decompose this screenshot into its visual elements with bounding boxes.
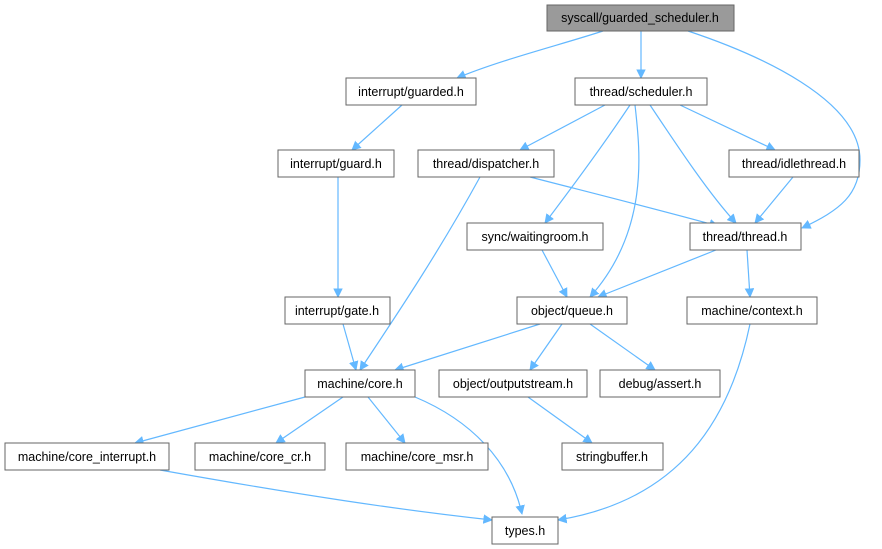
edge-root-guarded (456, 30, 604, 80)
node-label: sync/waitingroom.h (482, 230, 589, 244)
edge-dispatcher-core (359, 176, 481, 371)
edge-core_interrupt-types (159, 469, 493, 524)
node-waitingroom[interactable]: sync/waitingroom.h (466, 222, 604, 251)
edge-queue-outputstream (529, 323, 563, 371)
node-assert[interactable]: debug/assert.h (599, 369, 721, 398)
node-label: thread/thread.h (703, 230, 788, 244)
edge-scheduler-queue (589, 104, 640, 298)
edge-queue-core (394, 323, 541, 372)
edge-outputstream-stringbuffer (527, 396, 593, 444)
node-label: thread/idlethread.h (742, 157, 846, 171)
node-label: debug/assert.h (619, 377, 702, 391)
node-label: interrupt/guarded.h (358, 85, 464, 99)
node-label: object/queue.h (531, 304, 613, 318)
node-label: interrupt/gate.h (295, 304, 379, 318)
node-core_msr[interactable]: machine/core_msr.h (345, 442, 489, 471)
node-idlethread[interactable]: thread/idlethread.h (728, 149, 860, 178)
node-label: stringbuffer.h (576, 450, 648, 464)
node-label: machine/core_interrupt.h (18, 450, 156, 464)
node-label: syscall/guarded_scheduler.h (561, 11, 719, 25)
node-gate[interactable]: interrupt/gate.h (284, 296, 391, 325)
edge-scheduler-dispatcher (519, 104, 606, 151)
node-label: machine/core.h (317, 377, 403, 391)
edge-gate-core (342, 323, 359, 371)
node-label: thread/dispatcher.h (433, 157, 539, 171)
edge-core-core_interrupt (134, 396, 306, 446)
node-types[interactable]: types.h (491, 516, 559, 545)
node-guard[interactable]: interrupt/guard.h (277, 149, 395, 178)
edge-thread-queue (597, 249, 717, 299)
nodes: syscall/guarded_scheduler.h interrupt/gu… (4, 4, 860, 545)
node-label: interrupt/guard.h (290, 157, 382, 171)
edge-core-core_msr (367, 396, 406, 444)
node-core_cr[interactable]: machine/core_cr.h (194, 442, 326, 471)
edge-waitingroom-queue (541, 249, 568, 298)
edge-guarded-guard (351, 104, 403, 151)
node-label: thread/scheduler.h (590, 85, 693, 99)
node-scheduler[interactable]: thread/scheduler.h (574, 77, 708, 106)
node-label: machine/core_cr.h (209, 450, 311, 464)
edge-dispatcher-thread (529, 176, 719, 229)
node-dispatcher[interactable]: thread/dispatcher.h (417, 149, 555, 178)
node-queue[interactable]: object/queue.h (516, 296, 628, 325)
edge-context-types (557, 323, 751, 524)
node-core_interrupt[interactable]: machine/core_interrupt.h (4, 442, 170, 471)
node-stringbuffer[interactable]: stringbuffer.h (561, 442, 664, 471)
node-context[interactable]: machine/context.h (686, 296, 818, 325)
node-label: machine/context.h (701, 304, 802, 318)
node-label: types.h (505, 524, 545, 538)
node-outputstream[interactable]: object/outputstream.h (438, 369, 588, 398)
node-label: object/outputstream.h (453, 377, 573, 391)
node-thread[interactable]: thread/thread.h (689, 222, 802, 251)
node-guarded[interactable]: interrupt/guarded.h (345, 77, 477, 106)
edge-scheduler-thread (649, 104, 737, 224)
node-core[interactable]: machine/core.h (304, 369, 416, 398)
edge-root-thread (687, 30, 861, 229)
edge-idlethread-thread (754, 176, 794, 224)
edge-queue-assert (589, 323, 656, 371)
node-label: machine/core_msr.h (361, 450, 474, 464)
edge-core-core_cr (275, 396, 344, 444)
edge-scheduler-idlethread (679, 104, 776, 151)
node-root[interactable]: syscall/guarded_scheduler.h (546, 4, 735, 32)
edge-thread-context (744, 249, 755, 298)
edge-scheduler-waitingroom (544, 104, 631, 224)
